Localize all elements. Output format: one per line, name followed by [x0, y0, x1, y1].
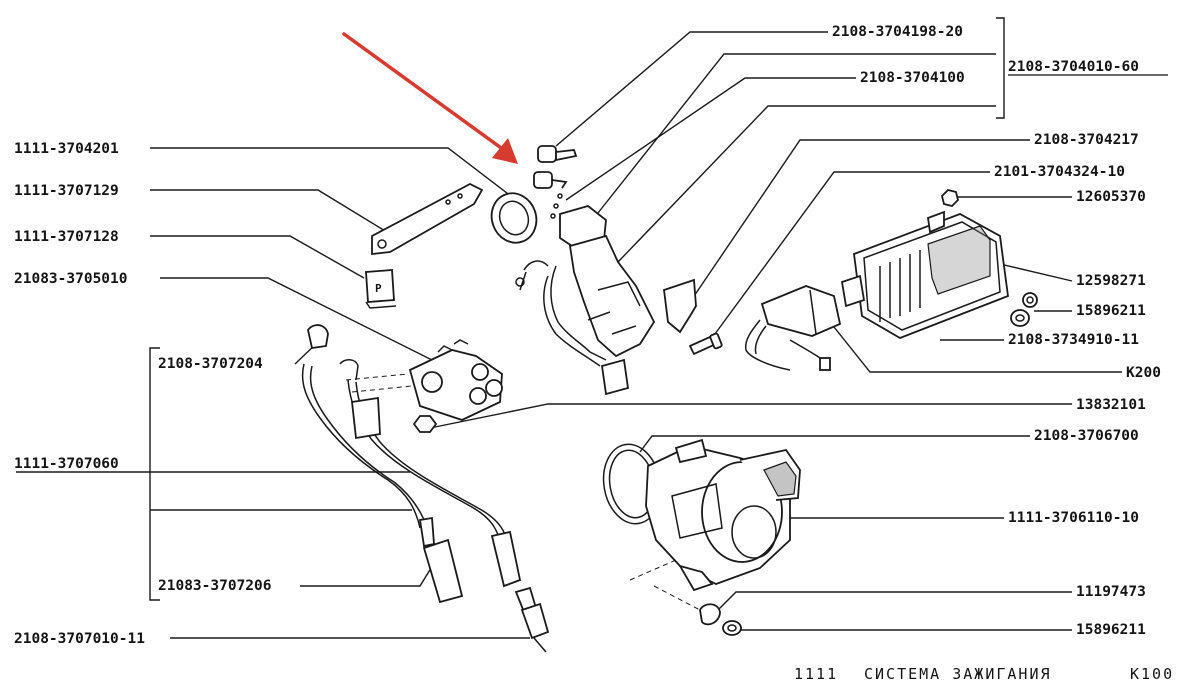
label-bracket-long: 1111-3707129 [14, 183, 119, 199]
right-leader-lines [429, 17, 1122, 631]
label-washer-15896211-bottom: 15896211 [1076, 622, 1146, 638]
title-code: К100 [1130, 665, 1174, 683]
nut-12605370-part [941, 189, 959, 207]
label-nut-11197473: 11197473 [1076, 584, 1146, 600]
switch-bracket-part [663, 278, 697, 334]
title-system: СИСТЕМА ЗАЖИГАНИЯ [864, 665, 1052, 683]
spark-plug-part [514, 586, 550, 653]
label-nut-12598271: 12598271 [1076, 273, 1146, 289]
keys-part [533, 145, 578, 219]
label-switch-unit: 2108-3734910-11 [1008, 332, 1139, 348]
switch-unit-part [840, 210, 1009, 339]
label-washer-15896211-top: 15896211 [1076, 303, 1146, 319]
label-ring-seal: 1111-3704201 [14, 141, 119, 157]
coil-part [408, 339, 503, 421]
small-bracket-part: P [365, 269, 397, 309]
label-distributor-sensor: 1111-3706110-10 [1008, 510, 1139, 526]
washer-15896211-top-part [1010, 309, 1030, 327]
hv-wires-part [301, 324, 522, 604]
ring-seal-part [490, 192, 538, 244]
label-nut-12605370: 12605370 [1076, 189, 1146, 205]
connector-part [744, 285, 842, 371]
screw-part [688, 332, 723, 356]
long-bracket-part [371, 182, 484, 256]
label-bracket-screw: 2108-3704217 [1034, 132, 1139, 148]
label-nut-13832101: 13832101 [1076, 397, 1146, 413]
label-wire-tip: 21083-3707206 [158, 578, 272, 594]
label-spark-plug: 2108-3707010-11 [14, 631, 145, 647]
label-ignition-switch-assembly: 2108-3704010-60 [1008, 59, 1139, 75]
page-title: 1111 СИСТЕМА ЗАЖИГАНИЯ К100 [794, 665, 1174, 683]
label-lock-cylinder-keys: 2108-3704198-20 [832, 24, 963, 40]
nut-11197473-part [699, 603, 721, 626]
nut-13832101-part [412, 415, 438, 433]
label-tip: 2108-3707204 [158, 356, 263, 372]
label-gasket: 2108-3706700 [1034, 428, 1139, 444]
title-model: 1111 [794, 665, 838, 683]
label-relay: 2101-3704324-10 [994, 164, 1125, 180]
nut-12598271-part [1022, 292, 1038, 308]
svg-text:P: P [375, 282, 382, 295]
label-hv-wire-set: 1111-3707060 [14, 456, 119, 472]
washer-15896211-bottom-part [722, 620, 742, 636]
distributor-part [602, 438, 801, 611]
ignition-switch-part [515, 205, 656, 396]
label-bracket-small: 1111-3707128 [14, 229, 119, 245]
assembly-dash-lines [345, 373, 413, 393]
label-connector: K200 [1126, 365, 1161, 381]
label-coil: 21083-3705010 [14, 271, 128, 287]
red-arrow-icon [342, 32, 518, 164]
label-ignition-switch: 2108-3704100 [860, 70, 965, 86]
